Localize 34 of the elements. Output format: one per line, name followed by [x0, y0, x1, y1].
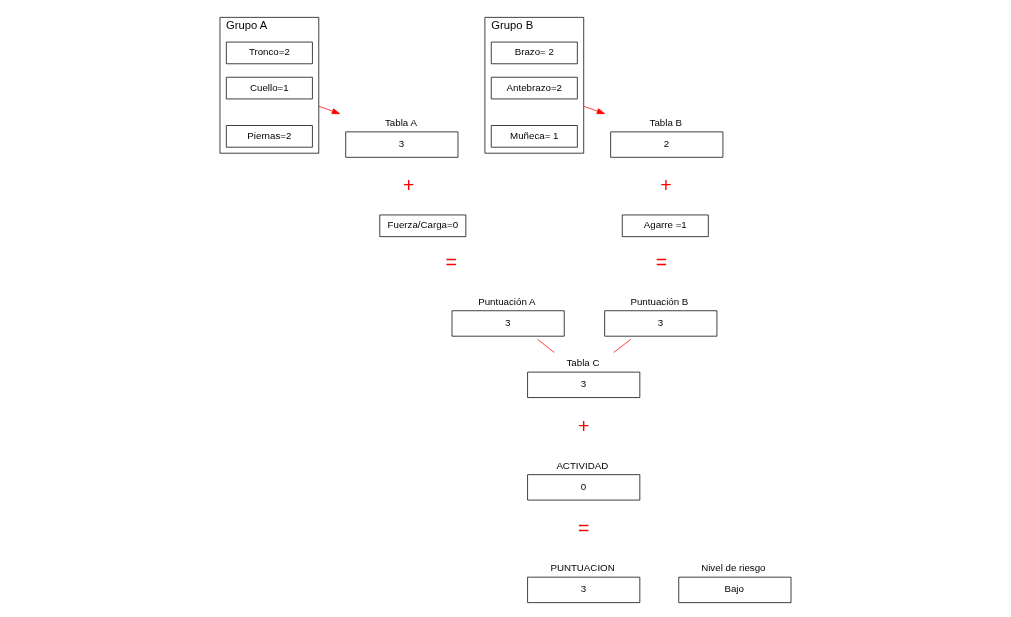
node-label: Puntuación A — [478, 296, 536, 308]
label: + — [660, 174, 672, 197]
label: = — [578, 517, 590, 540]
node-box: 3 — [345, 131, 459, 158]
node-box: Bajo — [678, 576, 792, 603]
node-box: 3 — [451, 310, 565, 337]
node-box: Brazo= 2 — [490, 41, 578, 65]
arrow — [318, 105, 341, 115]
label: + — [578, 414, 590, 437]
node-box: 3 — [527, 371, 641, 398]
node-label: PUNTUACION — [550, 562, 615, 574]
node-box: Antebrazo=2 — [490, 76, 578, 100]
label: + — [402, 174, 415, 197]
label: = — [445, 250, 457, 273]
node-label: ACTIVIDAD — [556, 459, 609, 471]
node-box: Piernas=2 — [225, 125, 313, 148]
arrow — [583, 105, 606, 115]
node-box: 2 — [610, 131, 724, 158]
node-box: Muñeca= 1 — [490, 125, 578, 148]
node-label: Tabla A — [385, 117, 417, 129]
node-box: Cuello=1 — [225, 76, 313, 100]
node-box: Tronco=2 — [225, 41, 313, 65]
node-box: Agarre =1 — [621, 214, 709, 238]
connector — [537, 338, 555, 353]
node-label: Tabla C — [566, 357, 600, 369]
node-box: 0 — [527, 474, 641, 501]
node-box: 3 — [527, 576, 641, 603]
connector — [613, 338, 632, 353]
node-box: Fuerza/Carga=0 — [379, 214, 467, 238]
node-label: Tabla B — [649, 117, 682, 129]
node-box: 3 — [604, 310, 718, 337]
node-label: Puntuación B — [630, 296, 689, 308]
label: = — [655, 250, 668, 273]
node-label: Nivel de riesgo — [701, 562, 766, 574]
